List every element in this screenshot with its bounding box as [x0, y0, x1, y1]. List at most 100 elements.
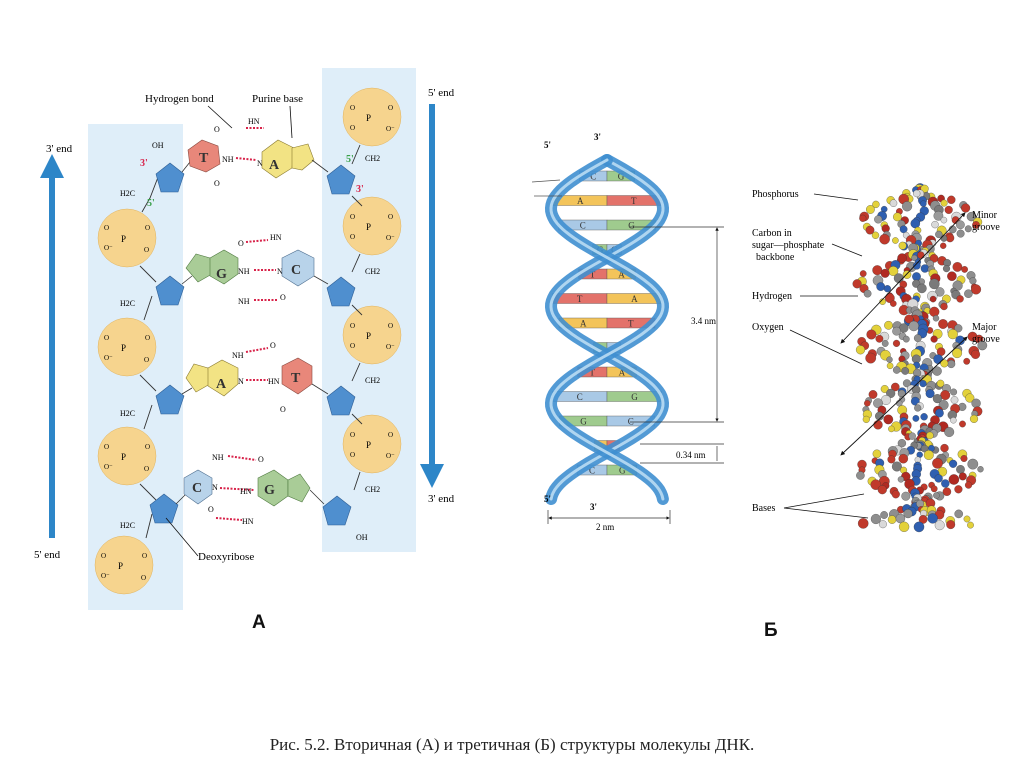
atom-sphere — [881, 340, 889, 347]
svg-text:NH: NH — [212, 453, 224, 462]
svg-text:N: N — [257, 159, 263, 168]
figure-caption: Рис. 5.2. Вторичная (А) и третичная (Б) … — [269, 735, 755, 754]
atom-sphere — [917, 251, 925, 259]
atom-sphere — [956, 295, 964, 303]
atom-sphere — [961, 203, 971, 213]
atom-sphere — [947, 359, 956, 369]
prime-5-left: 5' — [147, 198, 155, 209]
ch2-label-1: CH2 — [365, 154, 380, 163]
svg-text:HN: HN — [268, 377, 280, 386]
helix-5-top-label: 5' — [544, 140, 551, 150]
svg-text:P: P — [121, 234, 126, 244]
svg-text:NH: NH — [238, 267, 250, 276]
atom-sphere — [949, 459, 958, 468]
left-3-end-label: 3' end — [46, 143, 73, 155]
atom-sphere — [855, 345, 866, 355]
ch2-label-3: CH2 — [365, 376, 380, 385]
atom-sphere — [940, 216, 948, 224]
h2c-label-4: H2C — [120, 521, 135, 530]
atom-sphere — [913, 521, 925, 533]
base-2-left-letter: G — [216, 267, 227, 282]
atom-sphere — [925, 389, 935, 399]
atom-sphere — [918, 515, 928, 524]
hydrogen-bond-pointer — [207, 105, 233, 129]
atom-sphere — [932, 315, 940, 322]
right-deoxyribose-sugars — [322, 164, 356, 526]
panel-b-label: Б — [764, 620, 778, 641]
atom-sphere — [969, 277, 977, 285]
atom-sphere — [929, 278, 940, 290]
svg-text:O⁻: O⁻ — [386, 452, 395, 460]
svg-text:O: O — [144, 465, 149, 473]
helix-3-top-label: 3' — [594, 132, 601, 142]
svg-text:O: O — [101, 552, 106, 560]
atom-sphere — [913, 189, 921, 198]
base-letter: A — [631, 294, 638, 304]
left-backbone-bonds — [139, 171, 161, 539]
base-letter: G — [618, 172, 625, 182]
atom-sphere — [969, 414, 979, 423]
carbon-label-3: backbone — [756, 252, 795, 263]
atom-sphere — [878, 520, 887, 529]
atom-sphere — [954, 509, 963, 519]
deoxyribose-pointer — [165, 517, 199, 557]
atom-sphere — [956, 229, 965, 238]
atom-sphere — [872, 200, 880, 209]
atom-sphere — [923, 450, 934, 460]
atom-sphere — [940, 242, 947, 249]
atom-sphere — [874, 215, 883, 224]
base-4-left-letter: C — [192, 481, 202, 496]
atom-sphere — [931, 220, 939, 229]
atom-sphere — [946, 520, 956, 530]
atom-sphere — [866, 205, 875, 214]
pitch-dimension — [630, 226, 724, 423]
hydrogen-label: Hydrogen — [752, 291, 792, 302]
svg-text:O⁻: O⁻ — [386, 343, 395, 351]
svg-text:O: O — [144, 246, 149, 254]
atom-sphere — [977, 340, 988, 351]
atom-sphere — [954, 485, 963, 494]
base-letter: T — [631, 196, 637, 206]
h2c-label-2: H2C — [120, 299, 135, 308]
atom-sphere — [887, 455, 896, 464]
atom-sphere — [920, 413, 928, 421]
atom-sphere — [971, 398, 981, 408]
atom-sphere — [880, 511, 888, 519]
svg-text:O: O — [350, 213, 355, 221]
base-pair-2: G O NH NH HN N O C — [181, 233, 329, 306]
svg-text:O: O — [144, 356, 149, 364]
svg-text:O: O — [145, 224, 150, 232]
panel-a-secondary-structure: 3' end 5' end 5' end 3' end Hydrogen bon… — [34, 68, 455, 610]
atom-sphere — [870, 479, 882, 490]
atom-sphere — [888, 425, 895, 433]
major-groove-arrow — [840, 336, 968, 456]
base-letter: T — [589, 368, 595, 378]
base-letter: C — [628, 417, 634, 427]
carbon-label-1: Carbon in — [752, 228, 792, 239]
minor-groove-label-1: Minor — [972, 210, 998, 221]
atom-sphere — [940, 443, 949, 453]
rise-label: 0.34 nm — [676, 450, 706, 460]
atom-sphere — [958, 472, 967, 481]
atom-sphere — [963, 515, 971, 523]
atom-sphere — [966, 211, 977, 222]
svg-text:HN: HN — [270, 233, 282, 242]
svg-text:HN: HN — [240, 487, 252, 496]
helix-5-bottom-label: 5' — [544, 494, 551, 504]
bases-label: Bases — [752, 503, 775, 514]
base-pair-3: A NH N O HN O T — [181, 341, 329, 414]
helix-backbone-highlight-2 — [549, 158, 665, 501]
minor-groove-arrow — [840, 212, 966, 344]
panel-a-label: А — [252, 612, 266, 633]
atom-sphere — [910, 218, 921, 229]
atom-sphere — [930, 485, 938, 493]
svg-text:P: P — [118, 561, 123, 571]
panel-b-space-filling-model: Phosphorus Carbon in sugar—phosphate bac… — [752, 183, 1000, 533]
helix-3-bottom-label: 3' — [590, 502, 597, 512]
atom-sphere — [941, 479, 950, 488]
base-a-ring-fused — [185, 363, 211, 393]
